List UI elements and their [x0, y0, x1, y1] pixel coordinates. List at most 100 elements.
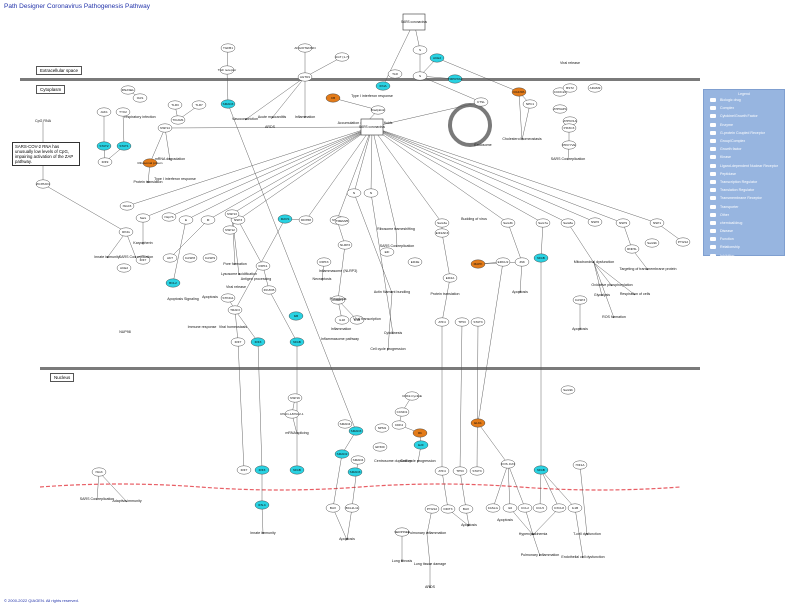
node-label: ERK1/2: [498, 260, 509, 264]
node-isg3: ISG3: [91, 467, 107, 477]
edge: [441, 232, 451, 279]
edge: [226, 69, 229, 105]
node-apop3: Apoptosis: [572, 327, 588, 331]
node-antigen: Antigen processing: [241, 277, 272, 281]
node-bcl2l11: BCL2L11: [344, 503, 360, 513]
legend-item: Biologic drug: [704, 96, 784, 104]
node-label: DDX58: [301, 218, 311, 222]
edge: [567, 222, 595, 264]
node-oval-shape: [297, 72, 313, 82]
node-label: NPC1: [526, 102, 535, 106]
node-label: Viral homeostasis: [219, 325, 248, 329]
edge: [426, 533, 431, 566]
node-pyro: Pyroptosis: [330, 297, 347, 301]
node-oval-shape: [167, 100, 183, 110]
node-tgfb_rec: TGF receptor: [218, 65, 236, 75]
node-label: Type I interferon response: [154, 177, 196, 181]
node-budding: Budding of virus: [461, 217, 487, 221]
edge: [370, 192, 394, 335]
node-nup98: NUP98: [119, 330, 131, 334]
node-casp1: CASP1: [330, 295, 346, 305]
edge: [231, 213, 240, 276]
node-oval-shape: [404, 391, 420, 401]
node-tlr7: TLR7: [191, 100, 207, 110]
node-agt: AGT (1-7): [334, 52, 350, 62]
node-label: Acute myocarditis: [258, 115, 287, 119]
node-label: Viral release: [560, 61, 580, 65]
node-apop4: Apoptosis: [339, 537, 355, 541]
legend-item: Kinase: [704, 153, 784, 161]
node-label: T-cell dysfunction: [573, 532, 601, 536]
node-cpg: CpG RNA: [35, 119, 52, 123]
node-label: EIF4E: [411, 260, 420, 264]
node-oval-shape: [391, 420, 407, 430]
node-oval-shape: [344, 503, 360, 513]
node-label: IL18: [339, 318, 345, 322]
node-label: IL1B: [354, 318, 360, 322]
node-label: CpG RNA: [35, 119, 52, 123]
node-label: SMAD3: [350, 470, 361, 474]
region-nucleus-label: Nucleus: [50, 373, 75, 382]
node-agtr1: AGTR1: [297, 72, 313, 82]
node-ring: RING: [118, 227, 134, 237]
cpg-note: SARS-COV-2 RNA has unusually low levels …: [12, 142, 80, 166]
legend-item-label: Group/Complex: [720, 139, 746, 144]
edge: [168, 126, 373, 218]
edge: [125, 231, 137, 259]
edge: [539, 469, 542, 509]
node-nfkb2: NFkB: [533, 253, 549, 263]
node-box-shape: [402, 13, 426, 31]
node-label: NSP14: [160, 126, 170, 130]
edge: [237, 341, 245, 471]
edge: [164, 126, 373, 129]
node-oval-shape: [220, 293, 236, 303]
node-resp_cells: Respiration of cells: [620, 292, 651, 296]
node-label: ATP6V1A: [563, 119, 577, 123]
node-label: IL6: [508, 506, 513, 510]
node-pulm2: Pulmonary inflammation: [521, 553, 560, 557]
node-label: CASP8: [185, 256, 195, 260]
node-rb: Rb: [412, 428, 428, 438]
node-label: PIKFYVE: [562, 143, 575, 147]
node-label: STAT3: [472, 469, 481, 473]
node-cyan-shape: [220, 99, 236, 109]
node-cyan-shape: [277, 214, 293, 224]
node-label: Pyroptosis: [330, 297, 347, 301]
edge: [122, 111, 125, 147]
node-label: NSP16: [290, 396, 300, 400]
legend-swatch-icon: [710, 98, 716, 103]
node-irf7b: IRF7: [230, 337, 246, 347]
node-label: RNF5L: [627, 247, 637, 251]
node-ros: ROS formation: [602, 315, 626, 319]
node-label: NUP98: [119, 330, 131, 334]
node-S2: S: [412, 71, 428, 81]
node-label: Pulmonary inflammation: [408, 531, 447, 535]
node-label: ELK1: [474, 421, 482, 425]
node-oval-shape: [394, 407, 410, 417]
node-ripk1: RIPK1: [255, 261, 271, 271]
node-chol: Cholesterol homeostasis: [502, 137, 542, 141]
node-label: RIPK1: [259, 264, 268, 268]
node-tmem: TMEM25: [334, 216, 350, 226]
edge: [371, 126, 397, 231]
node-irf3b: IRF3: [254, 465, 270, 475]
node-oval-shape: [615, 218, 631, 228]
node-irf9: IRF9: [97, 157, 113, 167]
edge: [395, 229, 398, 248]
node-label: STAT1: [119, 144, 128, 148]
node-inflam2: Inflammation: [331, 327, 352, 331]
node-m1: M: [200, 215, 216, 225]
node-label: CCL2: [521, 506, 529, 510]
node-oval-shape: [434, 228, 450, 238]
legend-swatch-icon: [710, 130, 716, 135]
edge: [574, 507, 584, 559]
edge: [459, 470, 467, 510]
node-stat2: STAT2: [96, 141, 112, 151]
node-oval-shape: [35, 179, 51, 189]
node-label: Sars9b: [563, 388, 573, 392]
node-orange-shape: [470, 418, 486, 428]
node-oval-shape: [334, 216, 350, 226]
node-cyan-shape: [96, 141, 112, 151]
